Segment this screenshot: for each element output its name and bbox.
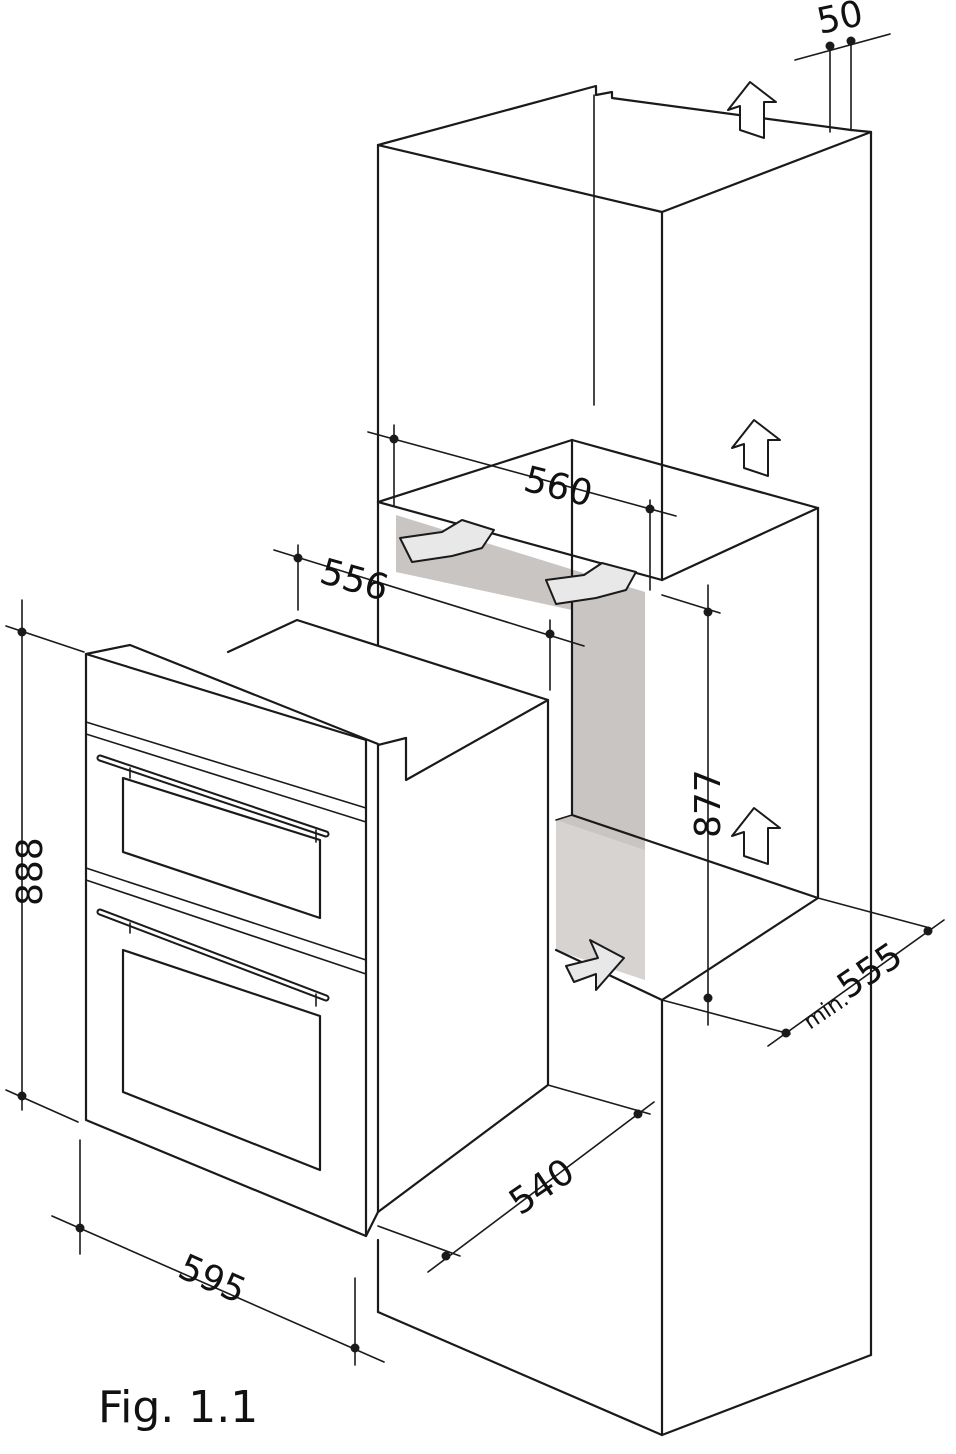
dimension-595 [51, 1139, 385, 1366]
dimension-min-555 [661, 897, 945, 1047]
cabinet-niche [376, 438, 820, 1002]
airflow-arrow-bottom [565, 939, 625, 991]
dimension-556 [273, 544, 585, 691]
figure-caption: Fig. 1.1 [98, 1382, 258, 1433]
dimension-888 [5, 599, 85, 1123]
label-oven-height: 888 [10, 837, 51, 906]
label-gap-top: 50 [813, 0, 866, 43]
niche-floor-shade [556, 820, 645, 980]
label-oven-width: 595 [172, 1247, 251, 1312]
label-cavity-height: 877 [688, 769, 729, 838]
tall-cabinet [376, 84, 873, 1437]
airflow-arrow-right [545, 562, 637, 605]
label-oven-depth-top: 556 [316, 551, 393, 609]
label-cavity-width: 560 [520, 459, 597, 515]
dimension-877 [661, 584, 721, 1026]
label-oven-depth: 540 [502, 1151, 582, 1223]
dimension-540 [377, 1084, 655, 1273]
dimension-560 [367, 424, 677, 591]
airflow-arrow-left [399, 519, 495, 563]
vent-arrow-top [727, 81, 777, 139]
oven-body [84, 618, 550, 1238]
lower-door-handle [96, 908, 330, 1007]
vent-arrow-lower [731, 807, 781, 865]
vent-arrow-middle [731, 419, 781, 477]
dimension-50 [794, 33, 891, 133]
upper-door-handle [96, 754, 330, 843]
